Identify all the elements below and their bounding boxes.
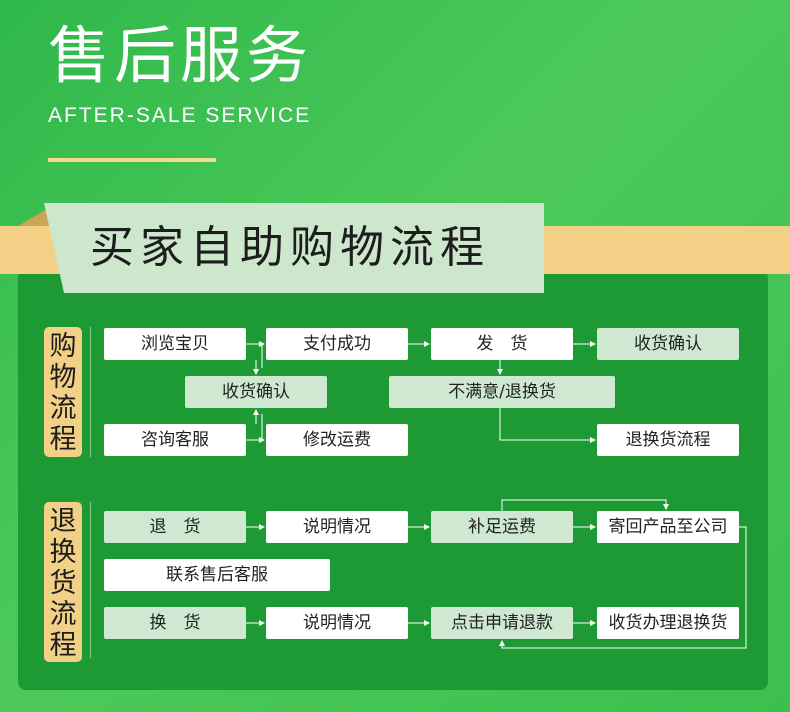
step-modify-freight: 修改运费 xyxy=(266,424,408,456)
connector-arrow xyxy=(499,526,747,649)
step-pay-success: 支付成功 xyxy=(266,328,408,360)
step-add-freight: 补足运费 xyxy=(431,511,573,543)
banner-fold xyxy=(18,206,52,226)
shopping-flow-label: 购物流程 xyxy=(44,327,82,457)
step-browse: 浏览宝贝 xyxy=(104,328,246,360)
step-send-back: 寄回产品至公司 xyxy=(597,511,739,543)
step-return-goods: 退 货 xyxy=(104,511,246,543)
step-receive-process: 收货办理退换货 xyxy=(597,607,739,639)
section-divider xyxy=(90,327,91,457)
banner-title: 买家自助购物流程 xyxy=(90,222,490,273)
title-underline xyxy=(48,158,216,162)
banner-ribbon xyxy=(44,203,544,293)
step-unsatisfied-return: 不满意/退换货 xyxy=(389,376,615,408)
step-receive-confirm: 收货确认 xyxy=(185,376,327,408)
step-receive-confirm-final: 收货确认 xyxy=(597,328,739,360)
step-exchange-goods: 换 货 xyxy=(104,607,246,639)
step-apply-refund: 点击申请退款 xyxy=(431,607,573,639)
step-ship: 发 货 xyxy=(431,328,573,360)
step-explain-exchange: 说明情况 xyxy=(266,607,408,639)
step-return-flow: 退换货流程 xyxy=(597,424,739,456)
page-subtitle: AFTER-SALE SERVICE xyxy=(48,104,312,127)
connector-arrow xyxy=(501,499,669,511)
step-explain-return: 说明情况 xyxy=(266,511,408,543)
step-contact-aftersale: 联系售后客服 xyxy=(104,559,330,591)
page-title: 售后服务 xyxy=(48,19,313,92)
connector-arrow xyxy=(499,408,596,443)
step-consult-service: 咨询客服 xyxy=(104,424,246,456)
return-flow-label: 退换货流程 xyxy=(44,502,82,662)
section-divider xyxy=(90,502,91,658)
